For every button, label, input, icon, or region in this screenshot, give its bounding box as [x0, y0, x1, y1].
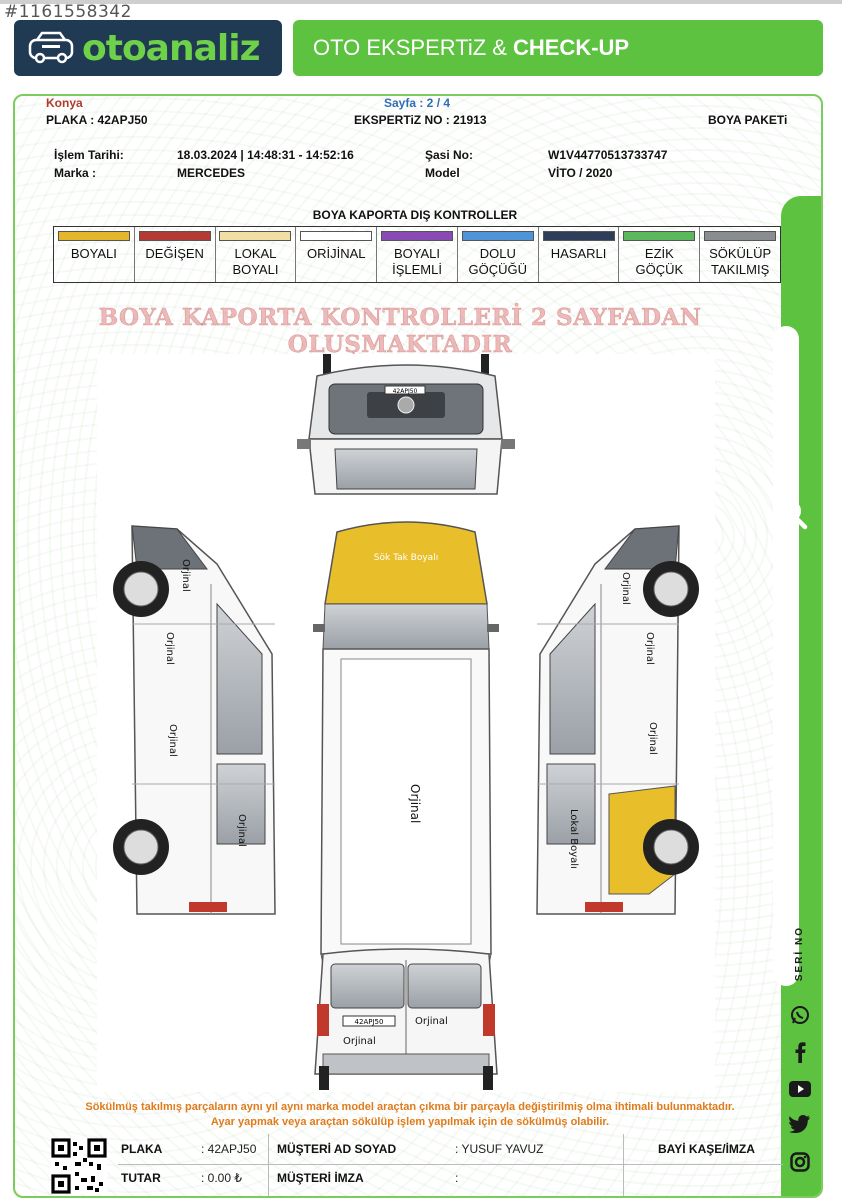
legend-title: BOYA KAPORTA DIŞ KONTROLLER [312, 208, 518, 222]
legend-item: ORİJİNAL [296, 227, 378, 282]
serial-label: SERİ NO [794, 926, 805, 982]
legend-item: LOKAL BOYALI [216, 227, 297, 282]
left-front-door-label: Orjinal [164, 632, 175, 665]
left-front-fender-label: Orjinal [180, 559, 191, 592]
city: Konya [46, 96, 83, 110]
listing-id: #1161558342 [4, 2, 132, 22]
chassis-value: W1V44770513733747 [548, 148, 668, 162]
left-side-view: Orjinal Orjinal Orjinal Orjinal [113, 525, 276, 915]
table-divider-v2 [623, 1134, 624, 1196]
model-label: Model [425, 166, 460, 180]
instagram-icon[interactable] [789, 1151, 811, 1173]
legend-item: DOLU GÖÇÜĞÜ [458, 227, 539, 282]
legend-item: BOYALI [54, 227, 135, 282]
legend-swatch [704, 231, 777, 241]
logo-wordmark: otoanaliz [82, 27, 261, 69]
legend-label: DOLU GÖÇÜĞÜ [468, 246, 528, 277]
package-name: BOYA PAKETi [708, 113, 788, 127]
legend-label: SÖKÜLÜP TAKILMIŞ [709, 246, 772, 277]
legend-swatch [542, 231, 615, 241]
legend-swatch [57, 231, 130, 241]
right-side-view: Orjinal Orjinal Orjinal Lokal Boyalı [536, 525, 699, 915]
vehicle-diagram: 42APJ50 Sök Tak Boyalı Orjinal [97, 354, 715, 1092]
footnote-line-2: Ayar yapmak veya araçtan sökülüp işlem y… [210, 1116, 610, 1128]
signature-label: MÜŞTERİ İMZA [277, 1171, 364, 1185]
facebook-icon[interactable] [789, 1041, 811, 1063]
front-view: 42APJ50 [297, 354, 515, 495]
rear-view: 42APJ50 Orjinal Orjinal [314, 948, 498, 1090]
banner-prefix: OTO EKSPERTiZ & [313, 35, 507, 60]
left-rear-panel-label: Orjinal [236, 814, 247, 847]
customer-label: MÜŞTERİ AD SOYAD [277, 1142, 397, 1156]
report-sheet: SERİ NO Konya Sayfa : 2 / 4 PLAKA : 42AP… [13, 94, 823, 1198]
legend-label: BOYALI [70, 246, 117, 261]
qr-code[interactable] [51, 1138, 107, 1194]
rear-right-door-label: Orjinal [415, 1016, 448, 1027]
legend-item: BOYALI İŞLEMLİ [377, 227, 458, 282]
footnote-line-1: Sökülmüş takılmış parçaların aynı yıl ay… [85, 1101, 735, 1113]
legend-swatch [623, 231, 696, 241]
legend-label: EZİK GÖÇÜK [635, 246, 684, 277]
legend-item: DEĞİŞEN [135, 227, 216, 282]
banner-bold: CHECK-UP [512, 35, 630, 60]
rear-left-door-label: Orjinal [343, 1036, 376, 1047]
youtube-icon[interactable] [789, 1078, 811, 1100]
right-front-door-label: Orjinal [644, 632, 655, 665]
brand-label: Marka : [54, 166, 97, 180]
date-value: 18.03.2024 | 14:48:31 - 14:52:16 [177, 148, 354, 162]
top-view: Sök Tak Boyalı Orjinal [313, 521, 499, 975]
model-value: VİTO / 2020 [548, 166, 613, 180]
page-indicator: Sayfa : 2 / 4 [384, 96, 451, 110]
top-border [0, 0, 842, 4]
side-white-strip [773, 326, 799, 986]
chassis-label: Şasi No: [425, 148, 474, 162]
stamp-label: BAYİ KAŞE/İMZA [658, 1142, 755, 1156]
legend-swatch [461, 231, 534, 241]
search-icon[interactable] [775, 496, 811, 532]
legend-swatch [300, 231, 373, 241]
right-front-fender-label: Orjinal [620, 572, 631, 605]
hood-panel [324, 521, 488, 605]
right-rear-panel-label: Lokal Boyalı [568, 809, 579, 869]
hood-label: Sök Tak Boyalı [374, 553, 438, 563]
vehicle-diagram-svg: 42APJ50 Sök Tak Boyalı Orjinal [113, 354, 699, 1090]
legend-swatch [219, 231, 292, 241]
legend-item: HASARLI [539, 227, 620, 282]
left-sliding-door-label: Orjinal [167, 724, 178, 757]
plate-label: PLAKA [121, 1142, 163, 1156]
roof-label: Orjinal [408, 784, 422, 823]
table-divider-v1 [268, 1134, 269, 1196]
twitter-icon[interactable] [789, 1113, 811, 1135]
legend-label: DEĞİŞEN [145, 246, 204, 261]
legend-label: BOYALI İŞLEMLİ [392, 246, 442, 277]
legend-label: ORİJİNAL [306, 246, 366, 261]
car-icon [28, 31, 74, 64]
brand-value: MERCEDES [177, 166, 246, 180]
legend-label: HASARLI [550, 246, 607, 261]
summary-table: PLAKA : 42APJ50 TUTAR : 0.00 ₺ MÜŞTERİ A… [43, 1134, 788, 1196]
legend-swatch [381, 231, 454, 241]
table-divider [118, 1164, 783, 1165]
brand-logo: otoanaliz [14, 20, 282, 76]
plate-header: PLAKA : 42APJ50 [46, 113, 148, 127]
header-banner: OTO EKSPERTiZ & CHECK-UP [293, 20, 823, 76]
date-label: İşlem Tarihi: [54, 148, 124, 162]
whatsapp-icon[interactable] [789, 1004, 811, 1026]
plate-value: : 42APJ50 [201, 1142, 257, 1156]
color-legend: BOYALI DEĞİŞEN LOKAL BOYALI ORİJİNAL BOYALI … [53, 226, 781, 283]
legend-label: LOKAL BOYALI [232, 246, 279, 277]
pages-warning: BOYA KAPORTA KONTROLLERİ 2 SAYFADAN OLUŞ… [98, 304, 702, 359]
amount-value: : 0.00 ₺ [201, 1171, 242, 1185]
front-plate: 42APJ50 [393, 388, 418, 395]
right-middle-panel-label: Orjinal [647, 722, 658, 755]
expert-number: EKSPERTiZ NO : 21913 [354, 113, 487, 127]
legend-swatch [138, 231, 211, 241]
legend-item: EZİK GÖÇÜK [619, 227, 701, 282]
customer-value: : YUSUF YAVUZ [455, 1142, 544, 1156]
rear-plate: 42APJ50 [355, 1018, 384, 1026]
legend-item: SÖKÜLÜP TAKILMIŞ [700, 227, 780, 282]
signature-value: : [455, 1171, 459, 1185]
amount-label: TUTAR [121, 1171, 161, 1185]
